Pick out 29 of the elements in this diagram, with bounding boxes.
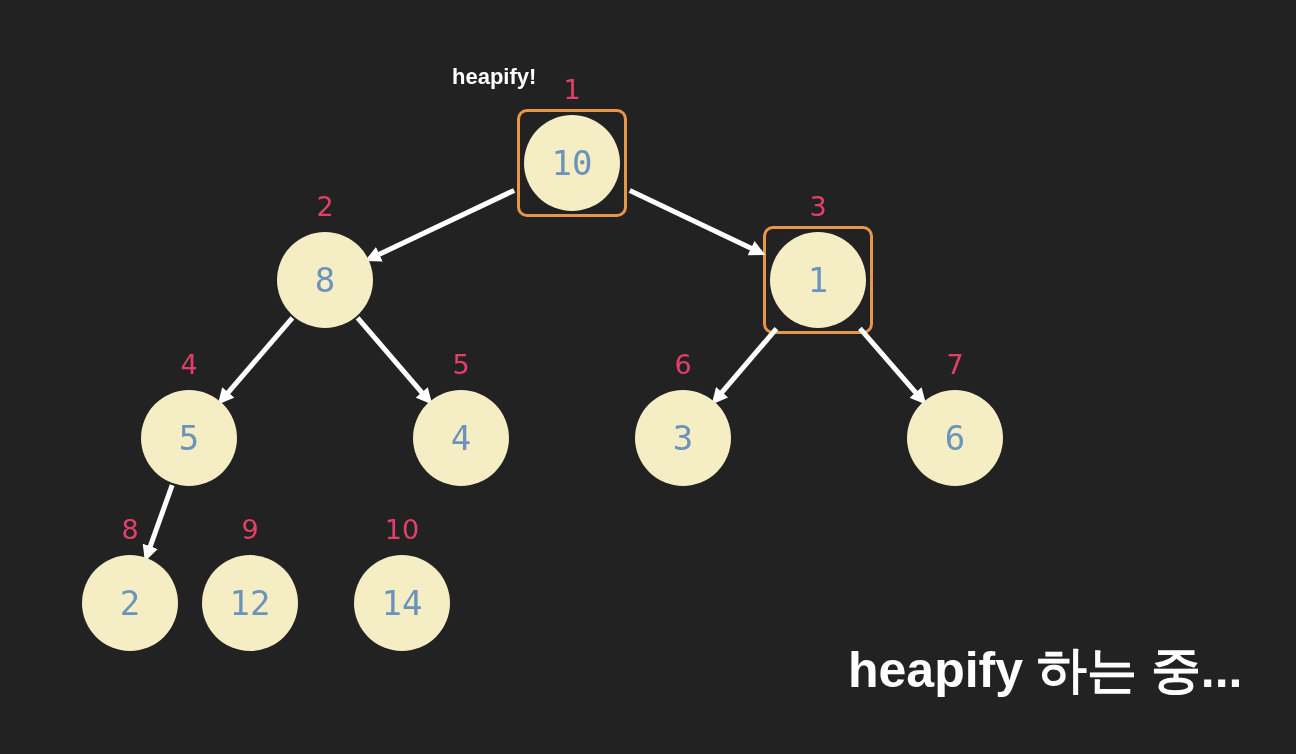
index-number: 5 xyxy=(452,348,470,380)
node-value: 8 xyxy=(314,260,336,300)
index-number: 7 xyxy=(946,348,964,380)
caption-text: heapify 하는 중... xyxy=(848,641,1243,700)
arrow xyxy=(217,316,295,405)
highlight-frame xyxy=(517,109,627,217)
index-number: 8 xyxy=(121,513,139,545)
node-value: 3 xyxy=(672,418,694,458)
index-number: 2 xyxy=(316,190,334,222)
node-value: 4 xyxy=(450,418,472,458)
index-number: 9 xyxy=(241,513,259,545)
index-number: 3 xyxy=(809,190,827,222)
node-value: 14 xyxy=(381,583,423,623)
arrow xyxy=(355,316,433,405)
index-number: 4 xyxy=(180,348,198,380)
callout-text: heapify! xyxy=(452,64,537,90)
node-value: 10 xyxy=(551,143,593,183)
arrow xyxy=(628,188,766,256)
node-value: 5 xyxy=(178,418,200,458)
index-number: 6 xyxy=(674,348,692,380)
arrow xyxy=(711,327,779,405)
index-number: 1 xyxy=(563,73,581,105)
node-value: 2 xyxy=(119,583,141,623)
arrow xyxy=(858,326,927,405)
node-value: 12 xyxy=(229,583,271,623)
node-value: 6 xyxy=(944,418,966,458)
index-number: 10 xyxy=(384,513,420,545)
highlight-frame xyxy=(763,226,873,334)
node-value: 1 xyxy=(807,260,829,300)
